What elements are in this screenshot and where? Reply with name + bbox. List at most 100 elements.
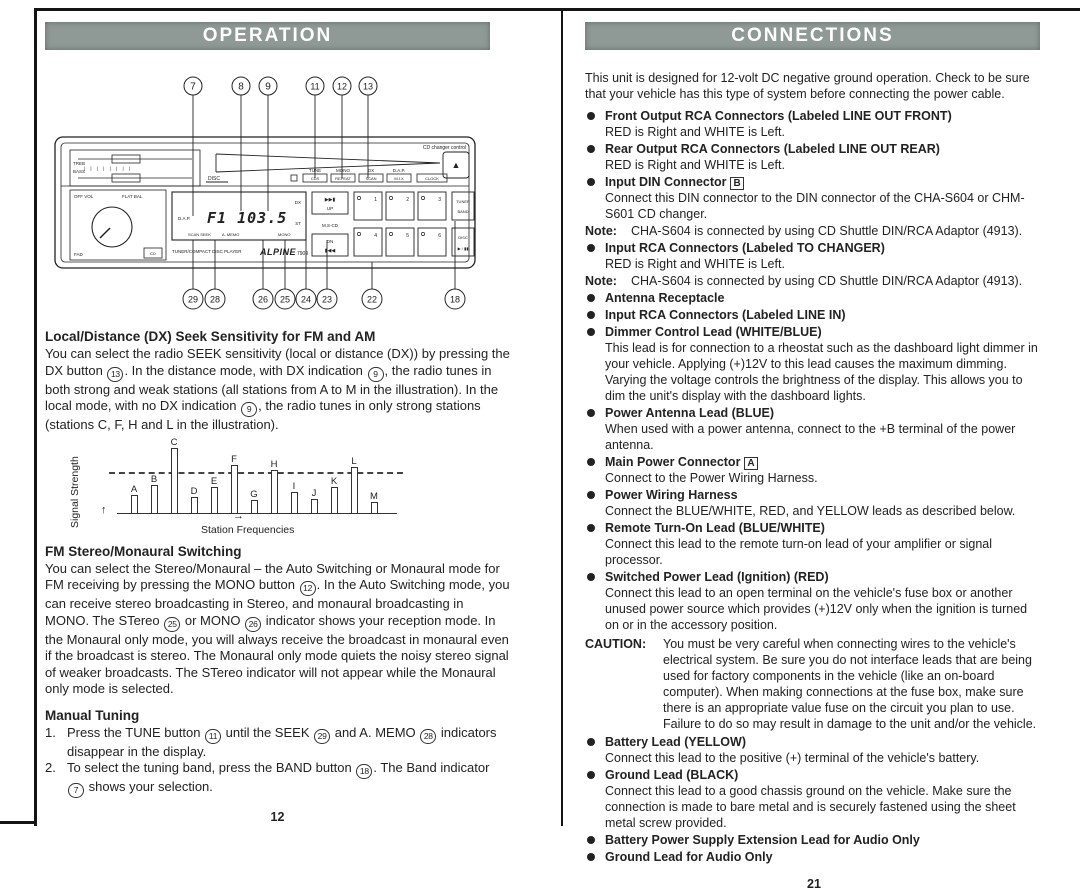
caution: CAUTION: You must be very careful when c… [585, 636, 1043, 732]
bullet-icon [587, 328, 595, 336]
connection-item: Rear Output RCA Connectors (Labeled LINE… [585, 141, 1043, 173]
item-body: Connect this lead to the positive (+) te… [605, 751, 980, 765]
disc-label: DISC [458, 235, 468, 240]
dap-label: D.A.P. [393, 168, 405, 173]
stereo-unit-illustration: 7 8 9 11 12 13 TREB | | | | | | | | BASS [54, 76, 476, 310]
preset-3-label: 3 [438, 197, 441, 203]
fm-stereo-heading: FM Stereo/Monaural Switching [45, 543, 242, 559]
left-page-number: 12 [270, 810, 285, 824]
item-title: Remote Turn-On Lead (BLUE/WHITE) [605, 521, 825, 535]
note: Note: CHA-S604 is connected by using CD … [585, 273, 1043, 289]
chart-bar-L [351, 466, 358, 513]
mono-button [330, 173, 356, 183]
bullet-icon [587, 573, 595, 581]
dn-icon: ▮◀◀ [325, 248, 336, 254]
cd-logo [143, 247, 163, 259]
item-title: Dimmer Control Lead (WHITE/BLUE) [605, 325, 822, 339]
fm-stereo-body: You can select the Stereo/Monaural – the… [45, 560, 510, 697]
note-text: CHA-S604 is connected by using CD Shuttl… [631, 274, 1023, 288]
right-page-number: 21 [807, 877, 821, 891]
unit-chassis [54, 136, 476, 269]
dx-indicator: DX [295, 200, 301, 205]
operation-header: OPERATION [45, 22, 490, 50]
scan-seek-indicator: SCAN SEEK [188, 232, 211, 237]
note: Note: CHA-S604 is connected by using CD … [585, 223, 1043, 239]
chart-bar-K [331, 486, 338, 513]
callout-12: 12 [337, 82, 347, 92]
connections-header: CONNECTIONS [585, 22, 1040, 50]
preset-1-label: 1 [374, 197, 377, 203]
preset-button-5 [385, 227, 415, 257]
item-title: Battery Lead (YELLOW) [605, 735, 746, 749]
disc-slot-label: DISC [208, 176, 220, 182]
dap-button [386, 173, 412, 183]
off-vol-label: OFF VOL [74, 194, 94, 199]
connection-item: Power Wiring Harness Connect the BLUE/WH… [585, 487, 1043, 519]
page-edge-line-left [34, 8, 37, 826]
item-body: Connect this lead to an open terminal on… [605, 586, 1028, 632]
cd-logo-label: CD [150, 251, 156, 256]
display-dap-indicator: D.A.P. [178, 216, 190, 221]
eject-icon: ▲ [452, 160, 461, 170]
connection-item: Battery Power Supply Extension Lead for … [585, 832, 1043, 848]
scan-button-label: SCAN [365, 176, 376, 181]
operation-page: OPERATION 7 8 9 11 12 [45, 22, 510, 824]
item-body: RED is Right and WHITE is Left. [605, 257, 785, 271]
connections-intro: This unit is designed for 12-volt DC neg… [585, 71, 1030, 101]
bullet-icon [587, 294, 595, 302]
local-distance-heading: Local/Distance (DX) Seek Sensitivity for… [45, 329, 376, 344]
chart-bar-M [371, 501, 378, 513]
connection-item: Switched Power Lead (Ignition) (RED) Con… [585, 569, 1043, 633]
callouts-bottom: 29 28 26 25 24 23 22 18 [182, 221, 466, 310]
item-title: Power Wiring Harness [605, 488, 738, 502]
tuner-band-button: TUNER BAND [451, 191, 475, 221]
a-memo-indicator: A. MEMO [222, 232, 239, 237]
callout-28: 28 [210, 295, 220, 305]
item-body: Connect this DIN connector to the DIN co… [605, 191, 1025, 221]
callout-24: 24 [301, 295, 311, 305]
volume-knob [91, 206, 133, 248]
bullet-icon [587, 524, 595, 532]
bullet-icon [587, 836, 595, 844]
volume-knob-panel: OFF VOL FLAT BAL FAD CD [69, 189, 167, 261]
callout-8: 8 [238, 82, 244, 93]
up-label: UP [327, 206, 333, 211]
callout-7: 7 [190, 82, 196, 93]
step-text: To select the tuning band, press the BAN… [67, 760, 510, 798]
note-text: CHA-S604 is connected by using CD Shuttl… [631, 224, 1023, 238]
item-body: Connect to the Power Wiring Harness. [605, 471, 818, 485]
note-label: Note: [585, 224, 617, 238]
dx-label: DX [368, 168, 374, 173]
item-title: Front Output RCA Connectors (Labeled LIN… [605, 109, 952, 123]
preset-button-4 [353, 227, 383, 257]
preset-buttons: 1 2 3 4 5 6 [353, 191, 447, 257]
page-edge-line-center [561, 8, 563, 826]
callout-29: 29 [188, 295, 198, 305]
bullet-icon [587, 853, 595, 861]
chart-bar-label: B [150, 473, 158, 485]
connection-item: Ground Lead (BLACK) Connect this lead to… [585, 767, 1043, 831]
play-pause-icon: ▶ / ▮▮ [458, 246, 469, 251]
connection-item: Front Output RCA Connectors (Labeled LIN… [585, 108, 1043, 140]
stereo-unit-figure: 7 8 9 11 12 13 TREB | | | | | | | | BASS [45, 66, 510, 319]
connection-item: Input DIN Connector B Connect this DIN c… [585, 174, 1043, 222]
cassette-slot [215, 153, 441, 173]
callout-11: 11 [310, 82, 319, 92]
chart-bar-label: A [130, 483, 138, 495]
chart-bar-label: F [231, 453, 237, 465]
up-icon: ▶▶▮ [325, 197, 336, 203]
chart-bar-label: I [292, 480, 296, 492]
item-title: Switched Power Lead (Ignition) (RED) [605, 570, 829, 584]
function-button-row: TUNE CDS MONO REPEAT DX SCAN D.A.P. M.I.… [290, 168, 448, 183]
bullet-icon [587, 244, 595, 252]
clock-button-label: CLOCK [425, 176, 439, 181]
chart-bar-label: L [351, 455, 357, 467]
display-panel: D.A.P. F1 103.5 DX ST SCAN SEEK A. MEMO … [171, 191, 307, 241]
chart-bar-label: G [250, 488, 258, 500]
connection-item: Power Antenna Lead (BLUE) When used with… [585, 405, 1043, 453]
slider-ticks: | | | | | | | | [84, 166, 132, 171]
item-body: Connect this lead to the remote turn-on … [605, 537, 993, 567]
cds-button-label: CDS [311, 176, 320, 181]
note-label: Note: [585, 274, 617, 288]
